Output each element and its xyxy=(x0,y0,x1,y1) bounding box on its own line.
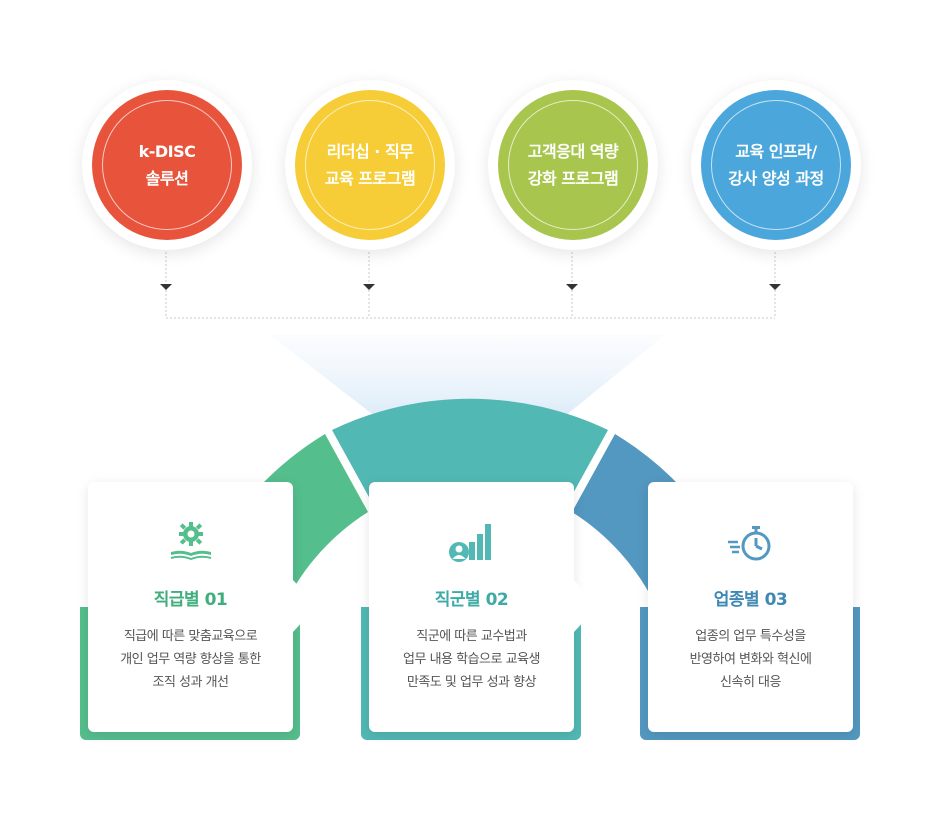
card-description: 직급에 따른 맞춤교육으로 개인 업무 역량 향상을 통한 조직 성과 개선 xyxy=(98,625,283,694)
gear-book-icon xyxy=(88,520,293,568)
arrow-down-icon xyxy=(363,284,375,290)
program-label-line: 강사 양성 과정 xyxy=(728,169,824,188)
card-title: 직급별 01 xyxy=(153,590,228,610)
card-title: 직군별 02 xyxy=(434,590,509,610)
arrow-down-icon xyxy=(566,284,578,290)
card-description-line: 직군에 따른 교수법과 xyxy=(416,629,527,644)
category-card-3: 업종별 03 업종의 업무 특수성을 반영하여 변화와 혁신에 신속히 대응 xyxy=(648,482,853,732)
program-circle-fill: k-DISC 솔루션 xyxy=(92,90,242,240)
card-description-line: 업무 내용 학습으로 교육생 xyxy=(403,652,540,667)
arrow-down-icon xyxy=(769,284,781,290)
program-label-line: 강화 프로그램 xyxy=(527,169,619,188)
program-label-line: 고객응대 역량 xyxy=(527,142,619,161)
card-description-line: 개인 업무 역량 향상을 통한 xyxy=(120,652,261,667)
category-card-2: 직군별 02 직군에 따른 교수법과 업무 내용 학습으로 교육생 만족도 및 … xyxy=(369,482,574,732)
card-description: 직군에 따른 교수법과 업무 내용 학습으로 교육생 만족도 및 업무 성과 향… xyxy=(379,625,564,694)
card-description-line: 반영하여 변화와 혁신에 xyxy=(689,652,812,667)
card-pointer xyxy=(293,580,317,632)
focus-beam xyxy=(270,335,665,420)
arrow-down-icon xyxy=(160,284,172,290)
program-circle-2: 리더십 · 직무 교육 프로그램 xyxy=(285,80,455,250)
program-label: k-DISC 솔루션 xyxy=(102,138,232,192)
card-description-line: 직급에 따른 맞춤교육으로 xyxy=(123,629,258,644)
card-description-line: 만족도 및 업무 성과 향상 xyxy=(406,675,537,690)
program-circle-fill: 리더십 · 직무 교육 프로그램 xyxy=(295,90,445,240)
program-label-line: k-DISC xyxy=(138,142,196,161)
program-circle-fill: 교육 인프라/ 강사 양성 과정 xyxy=(701,90,851,240)
category-card-1: 직급별 01 직급에 따른 맞춤교육으로 개인 업무 역량 향상을 통한 조직 … xyxy=(88,482,293,732)
program-circle-3: 고객응대 역량 강화 프로그램 xyxy=(488,80,658,250)
program-circle-fill: 고객응대 역량 강화 프로그램 xyxy=(498,90,648,240)
program-label-line: 교육 인프라/ xyxy=(735,142,817,161)
card-description-line: 신속히 대응 xyxy=(720,675,781,690)
card-description: 업종의 업무 특수성을 반영하여 변화와 혁신에 신속히 대응 xyxy=(658,625,843,694)
card-description-line: 조직 성과 개선 xyxy=(152,675,229,690)
bar-chart-person-icon xyxy=(369,520,574,568)
program-label: 고객응대 역량 강화 프로그램 xyxy=(508,138,638,192)
connector-lines xyxy=(160,252,781,420)
program-label-line: 솔루션 xyxy=(145,169,189,188)
card-pointer xyxy=(574,580,598,632)
card-description-line: 업종의 업무 특수성을 xyxy=(695,629,806,644)
program-label: 리더십 · 직무 교육 프로그램 xyxy=(305,138,435,192)
program-label: 교육 인프라/ 강사 양성 과정 xyxy=(711,138,841,192)
program-circle-1: k-DISC 솔루션 xyxy=(82,80,252,250)
arc-segment-2 xyxy=(332,398,608,508)
program-circle-4: 교육 인프라/ 강사 양성 과정 xyxy=(691,80,861,250)
program-label-line: 리더십 · 직무 xyxy=(326,142,414,161)
card-title: 업종별 03 xyxy=(713,590,788,610)
stopwatch-icon xyxy=(648,520,853,568)
program-label-line: 교육 프로그램 xyxy=(324,169,416,188)
